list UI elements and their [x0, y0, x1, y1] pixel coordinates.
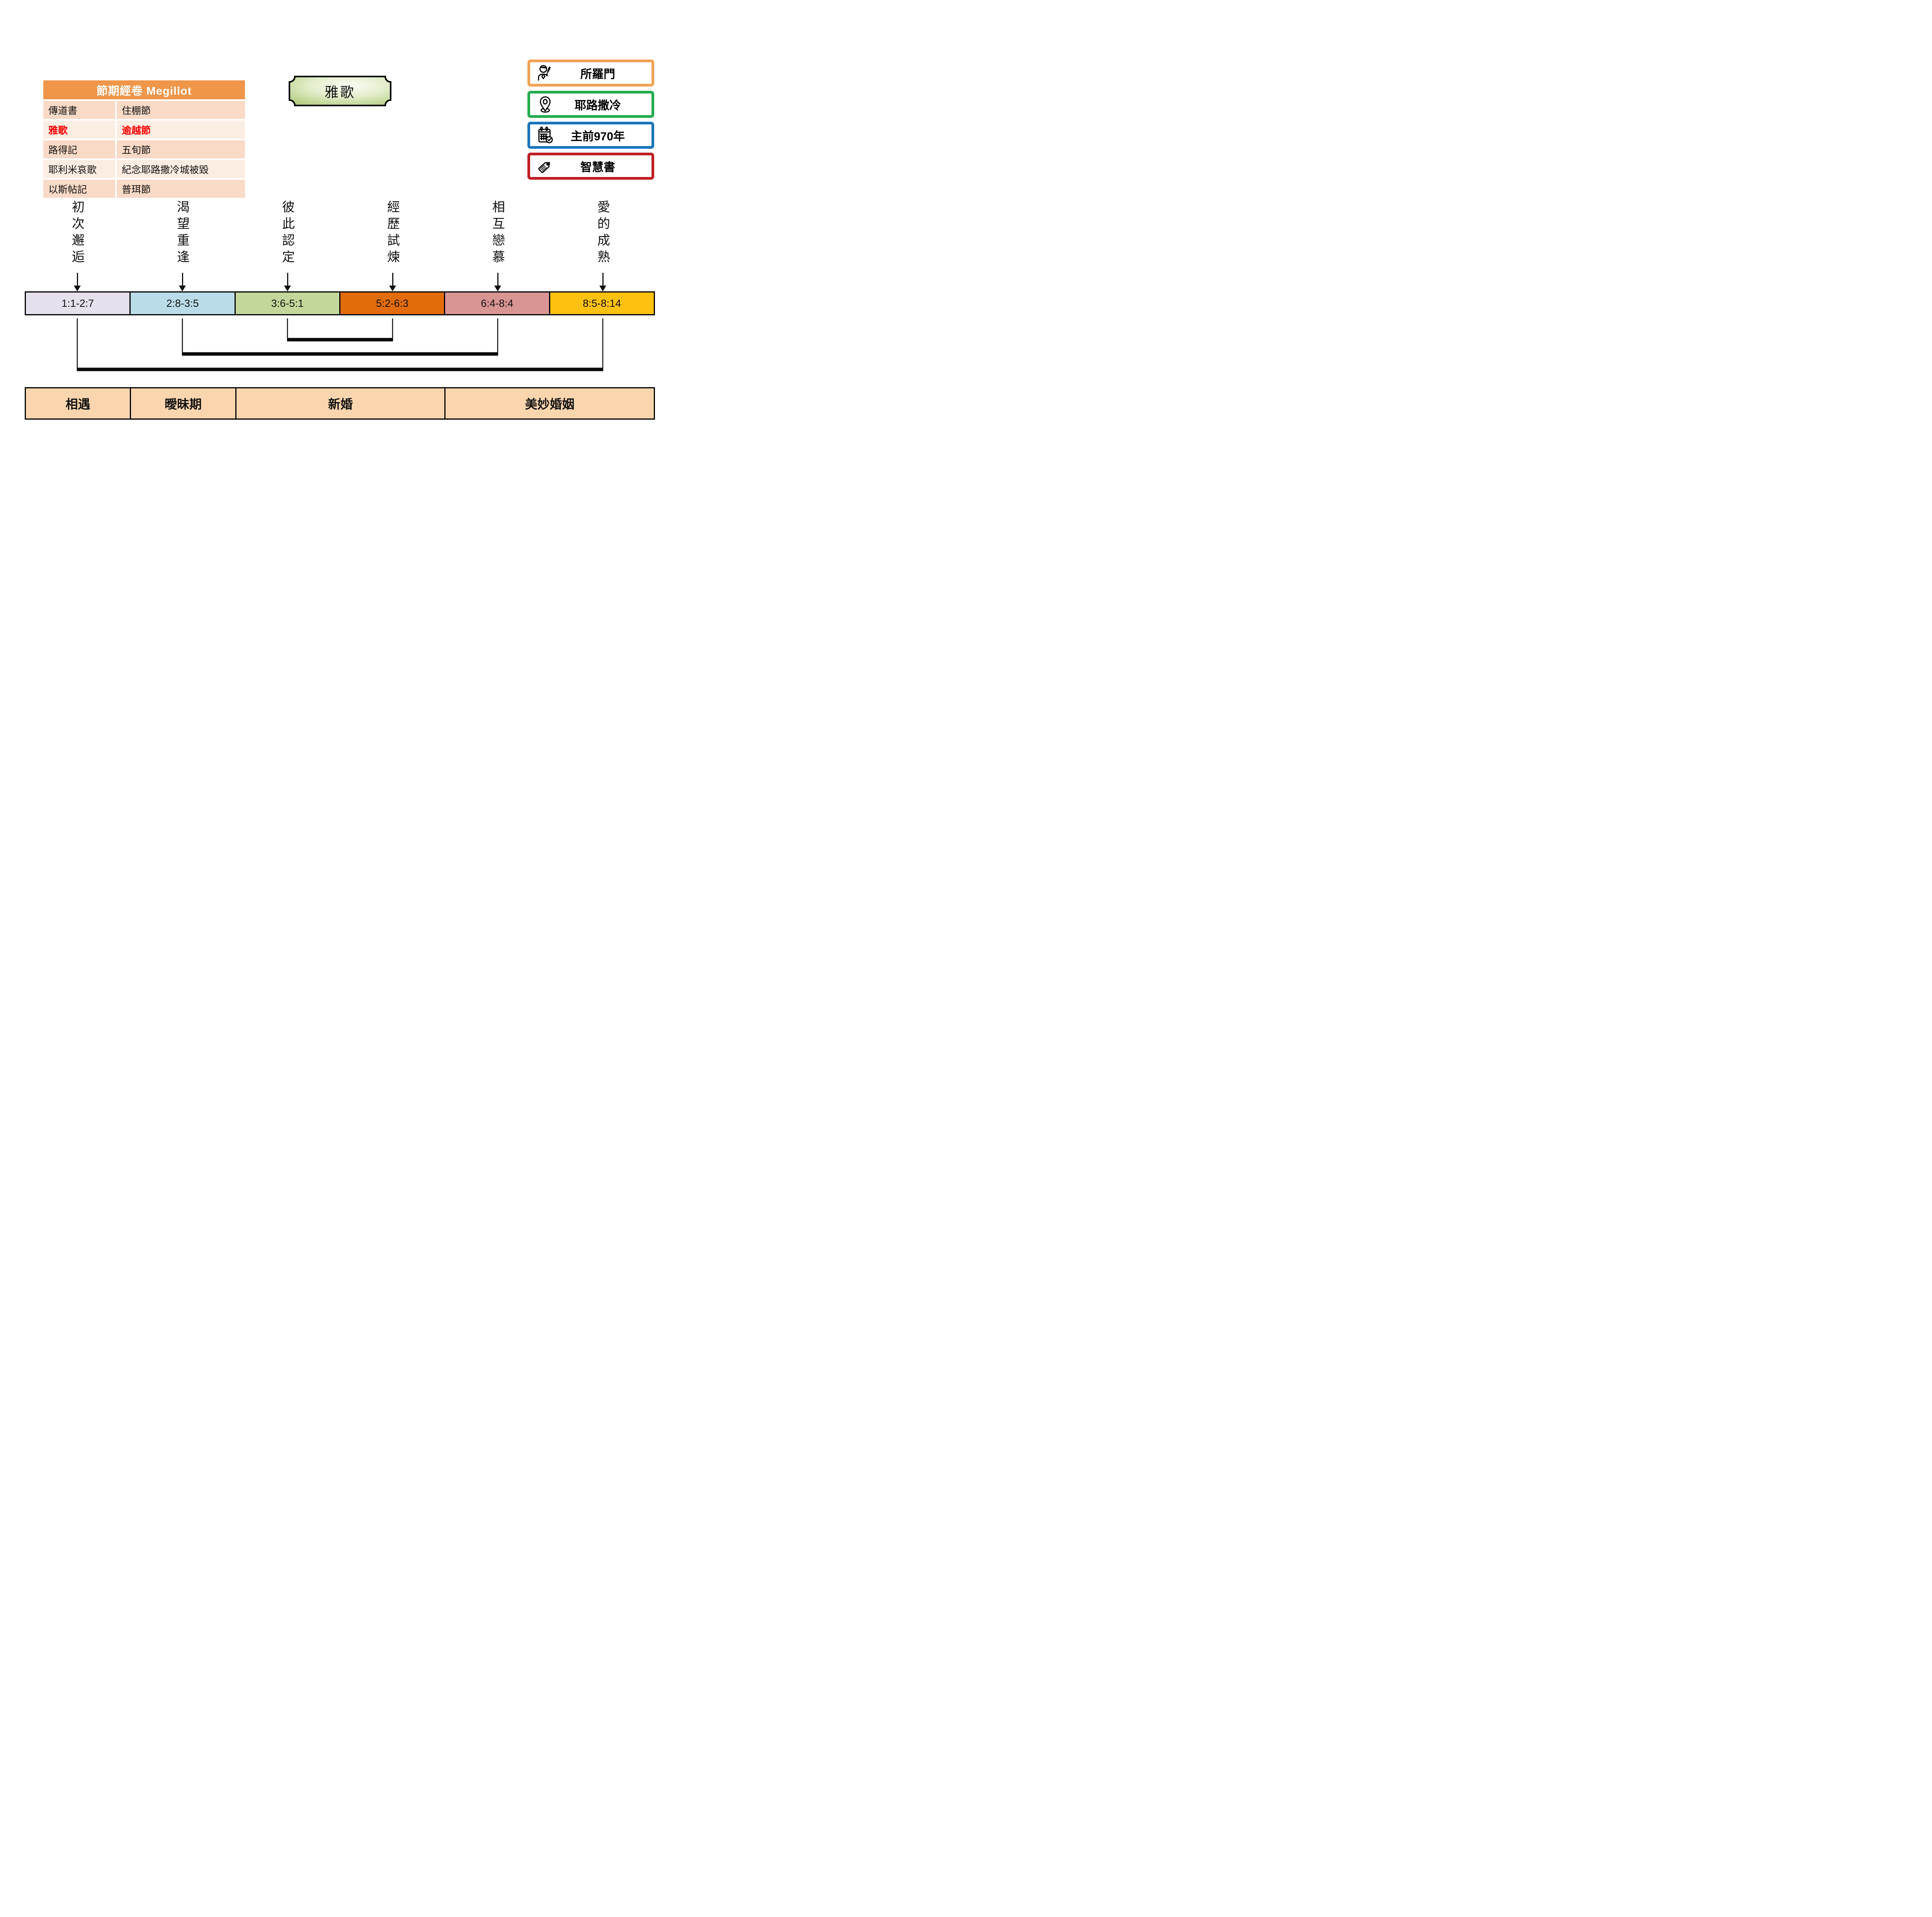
- author-icon: [536, 64, 554, 82]
- down-arrow-icon: [494, 273, 501, 291]
- location-pin-icon: [536, 95, 554, 113]
- megillot-book-cell: 路得記: [43, 140, 115, 158]
- chapter-timeline-bar: 1:1-2:7 2:8-3:5 3:6-5:1 5:2-6:3 6:4-8:4 …: [25, 291, 655, 315]
- badge-author-label: 所羅門: [580, 68, 615, 81]
- plaque-shape: [289, 76, 391, 106]
- megillot-festival-cell: 紀念耶路撒冷城被毀: [117, 160, 245, 178]
- megillot-book-cell: 耶利米哀歌: [43, 160, 115, 178]
- badge-place-label: 耶路撒冷: [575, 99, 621, 112]
- song-of-songs-structure-diagram: 節期經卷 Megillot 傳道書 住棚節 雅歌 逾越節 路得記 五旬節 耶利米…: [0, 0, 678, 479]
- timeline-segment-6: 8:5-8:14: [550, 293, 654, 314]
- badge-date: 主前970年: [527, 122, 654, 149]
- phase-meeting: 相遇: [26, 388, 131, 418]
- down-arrow-icon: [389, 273, 396, 291]
- megillot-festival-cell: 普珥節: [117, 180, 245, 198]
- section-theme-5: 相互戀慕: [471, 200, 525, 291]
- calendar-check-icon: [536, 126, 554, 144]
- phase-courtship: 曖昧期: [131, 388, 236, 418]
- section-theme-label: 彼此認定: [280, 200, 295, 267]
- down-arrow-icon: [74, 273, 81, 291]
- book-title: 雅歌: [324, 84, 355, 100]
- megillot-book-cell: 以斯帖記: [43, 180, 115, 198]
- megillot-festival-cell-highlighted: 逾越節: [117, 121, 245, 139]
- book-title-plaque: 雅歌: [289, 76, 391, 106]
- section-theme-6: 愛的成熟: [576, 200, 630, 291]
- badge-author: 所羅門: [527, 60, 654, 87]
- phase-marriage: 美妙婚姻: [525, 397, 575, 411]
- section-theme-4: 經歷試煉: [366, 200, 420, 291]
- phase-newlywed: 新婚: [236, 388, 446, 418]
- bracket-middle: [182, 318, 498, 356]
- tag-icon: [536, 157, 554, 175]
- down-arrow-icon: [179, 273, 186, 291]
- section-theme-label: 相互戀慕: [490, 200, 505, 267]
- down-arrow-icon: [599, 273, 606, 291]
- bracket-outer: [77, 318, 604, 371]
- section-theme-label: 經歷試煉: [385, 200, 400, 267]
- timeline-segment-2: 2:8-3:5: [131, 293, 236, 314]
- timeline-segment-1: 1:1-2:7: [26, 293, 131, 314]
- timeline-segment-4: 5:2-6:3: [340, 293, 446, 314]
- megillot-table-title: 節期經卷 Megillot: [43, 80, 245, 99]
- badge-place: 耶路撒冷: [527, 91, 654, 118]
- relationship-phase-bar: 相遇 曖昧期 新婚 美妙婚姻: [25, 387, 655, 420]
- timeline-segment-5: 6:4-8:4: [445, 293, 550, 314]
- megillot-table: 節期經卷 Megillot 傳道書 住棚節 雅歌 逾越節 路得記 五旬節 耶利米…: [43, 80, 245, 198]
- megillot-festival-cell: 五旬節: [117, 140, 245, 158]
- megillot-book-cell-highlighted: 雅歌: [43, 121, 115, 139]
- bracket-inner: [287, 318, 393, 342]
- badge-genre: 智慧書: [527, 153, 654, 180]
- section-theme-label: 初次邂逅: [70, 200, 85, 267]
- section-theme-2: 渴望重逢: [155, 200, 209, 291]
- badge-genre-label: 智慧書: [580, 161, 615, 174]
- section-theme-label: 愛的成熟: [595, 200, 610, 267]
- timeline-segment-3: 3:6-5:1: [235, 293, 340, 314]
- megillot-festival-cell: 住棚節: [117, 101, 245, 119]
- megillot-book-cell: 傳道書: [43, 101, 115, 119]
- section-theme-3: 彼此認定: [260, 200, 315, 291]
- badge-date-label: 主前970年: [570, 130, 625, 143]
- section-theme-label: 渴望重逢: [175, 200, 190, 267]
- section-theme-1: 初次邂逅: [50, 200, 104, 291]
- down-arrow-icon: [284, 273, 291, 291]
